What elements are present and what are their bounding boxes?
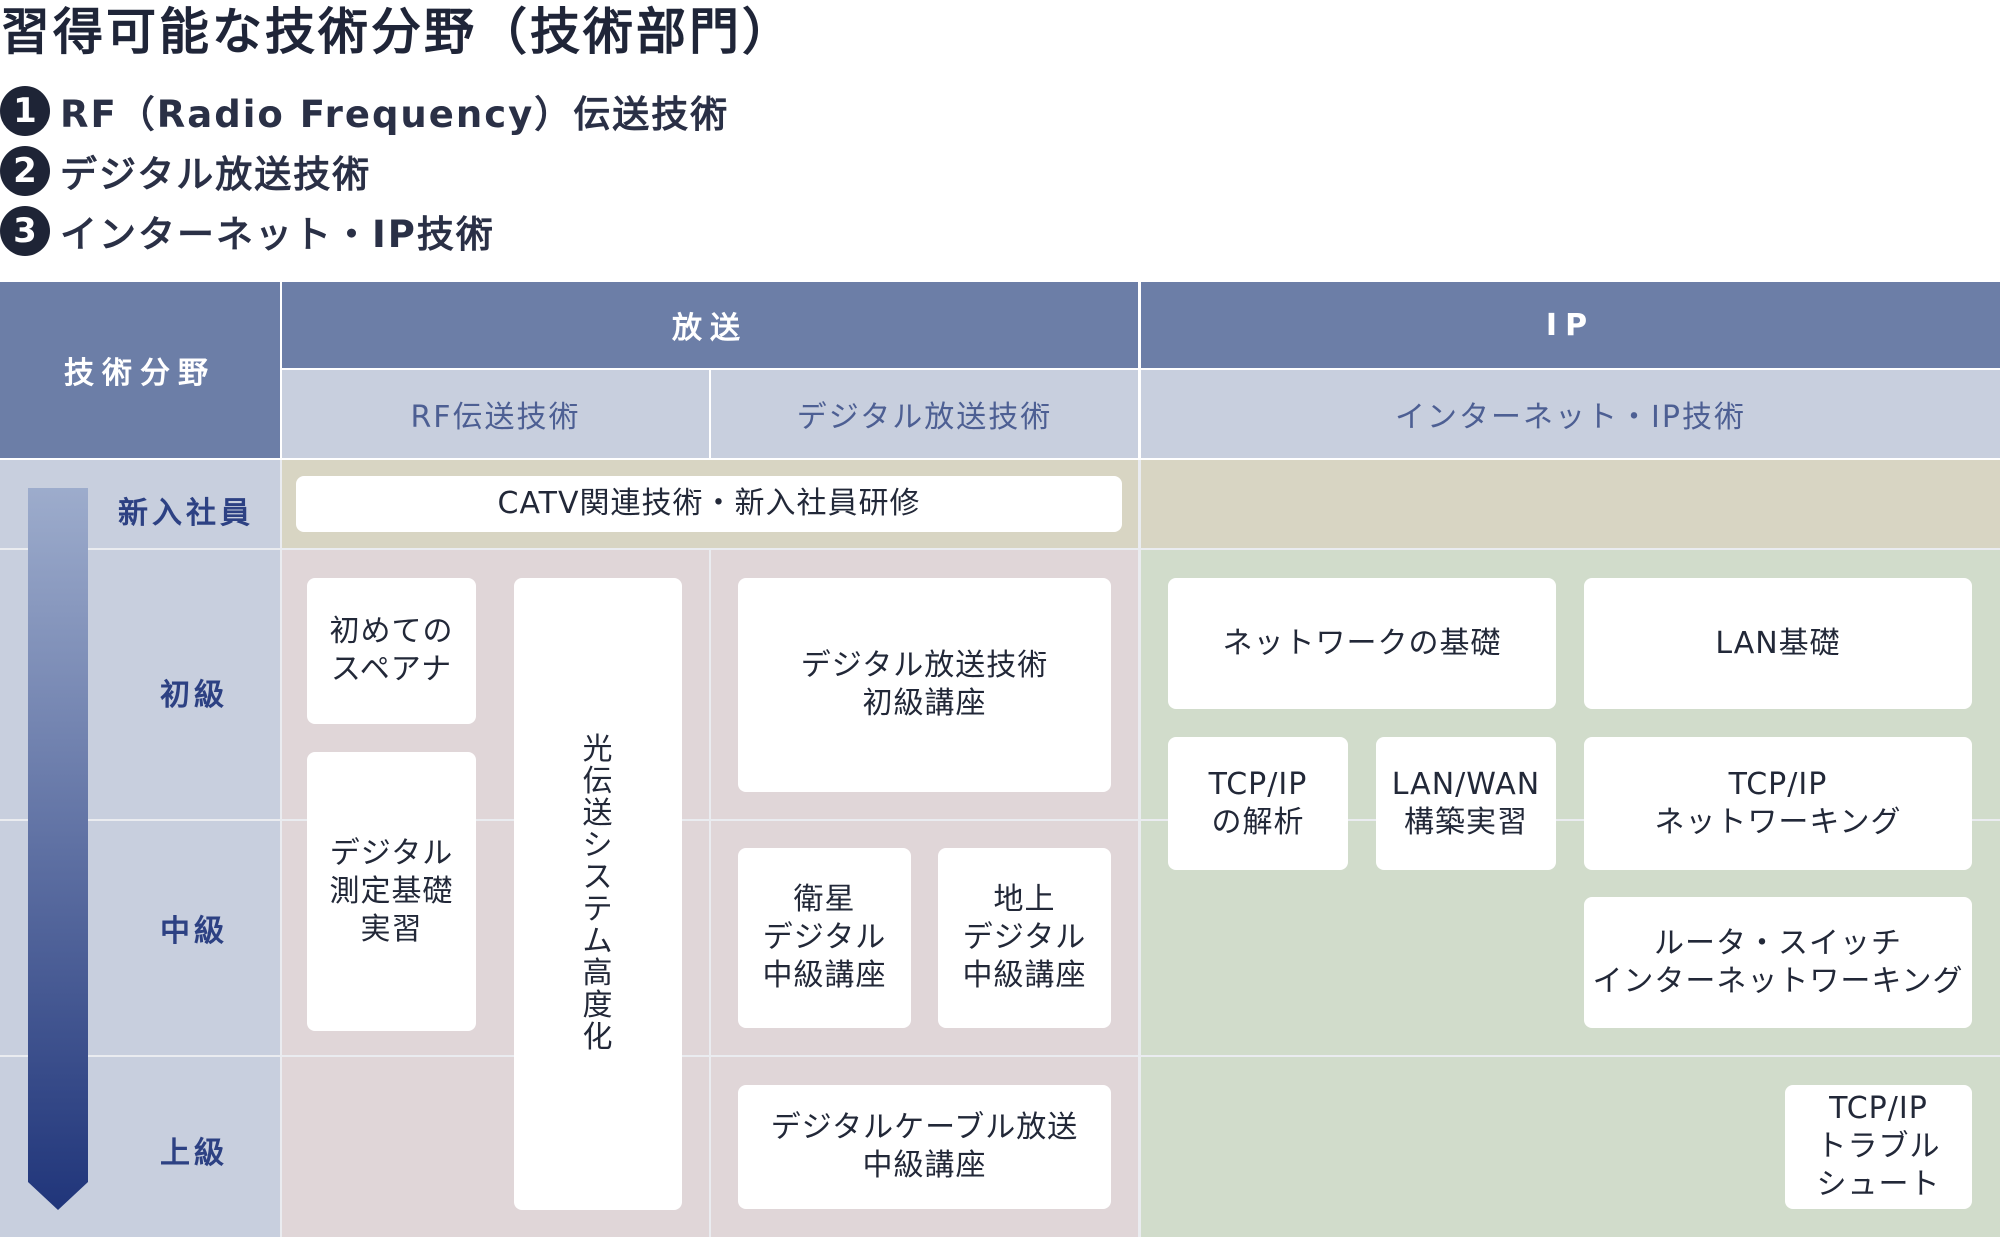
course-tcpip-troubleshoot[interactable]: TCP/IP トラブル シュート <box>1785 1085 1972 1209</box>
course-digital-measurement[interactable]: デジタル 測定基礎 実習 <box>307 752 476 1031</box>
level-label-newcomer: 新入社員 <box>118 496 254 531</box>
legend-label: インターネット・IP技術 <box>60 213 495 256</box>
subheader-internet: インターネット・IP技術 <box>1141 370 2000 458</box>
level-label-intermediate: 中級 <box>160 914 228 949</box>
group-header-ip: IP <box>1141 282 2000 368</box>
row-divider <box>0 819 2000 821</box>
row-divider <box>0 1055 2000 1057</box>
column-divider <box>1138 460 1141 1237</box>
level-label-advanced: 上級 <box>160 1136 228 1171</box>
course-satellite-digital[interactable]: 衛星 デジタル 中級講座 <box>738 848 911 1028</box>
number-2-icon: 2 <box>0 146 50 196</box>
level-arrow-icon <box>28 488 88 1210</box>
course-digital-cable[interactable]: デジタルケーブル放送 中級講座 <box>738 1085 1111 1209</box>
legend-label: RF（Radio Frequency）伝送技術 <box>60 93 730 136</box>
legend-item-rf: 1 RF（Radio Frequency）伝送技術 <box>0 86 729 136</box>
course-optical-transmission[interactable]: 光 伝 送 シ ス テ ム 高 度 化 <box>514 578 682 1210</box>
number-3-icon: 3 <box>0 206 50 256</box>
corner-header: 技術分野 <box>0 282 280 458</box>
course-tcpip-analysis[interactable]: TCP/IP の解析 <box>1168 737 1348 870</box>
level-label-beginner: 初級 <box>160 678 228 713</box>
legend-label: デジタル放送技術 <box>60 153 372 196</box>
course-router-switch[interactable]: ルータ・スイッチ インターネットワーキング <box>1584 897 1972 1028</box>
course-lanwan-build[interactable]: LAN/WAN 構築実習 <box>1376 737 1556 870</box>
number-1-icon: 1 <box>0 86 50 136</box>
column-divider <box>280 460 282 1237</box>
legend-item-digital: 2 デジタル放送技術 <box>0 146 371 196</box>
course-first-spectrum-analyzer[interactable]: 初めての スペアナ <box>307 578 476 724</box>
course-network-basics[interactable]: ネットワークの基礎 <box>1168 578 1556 709</box>
course-terrestrial-digital[interactable]: 地上 デジタル 中級講座 <box>938 848 1111 1028</box>
course-lan-basics[interactable]: LAN基礎 <box>1584 578 1972 709</box>
subheader-digital: デジタル放送技術 <box>711 370 1138 458</box>
column-divider <box>709 550 711 1237</box>
course-catv-newcomer[interactable]: CATV関連技術・新入社員研修 <box>296 476 1122 532</box>
course-tcpip-networking[interactable]: TCP/IP ネットワーキング <box>1584 737 1972 870</box>
legend-item-ip: 3 インターネット・IP技術 <box>0 206 495 256</box>
group-header-broadcast: 放送 <box>282 282 1138 368</box>
newcomer-row-ip <box>1141 460 2000 548</box>
page-title: 習得可能な技術分野（技術部門） <box>0 3 795 61</box>
course-digital-broadcast-beginner[interactable]: デジタル放送技術 初級講座 <box>738 578 1111 792</box>
row-divider <box>0 548 2000 550</box>
subheader-rf: RF伝送技術 <box>282 370 709 458</box>
